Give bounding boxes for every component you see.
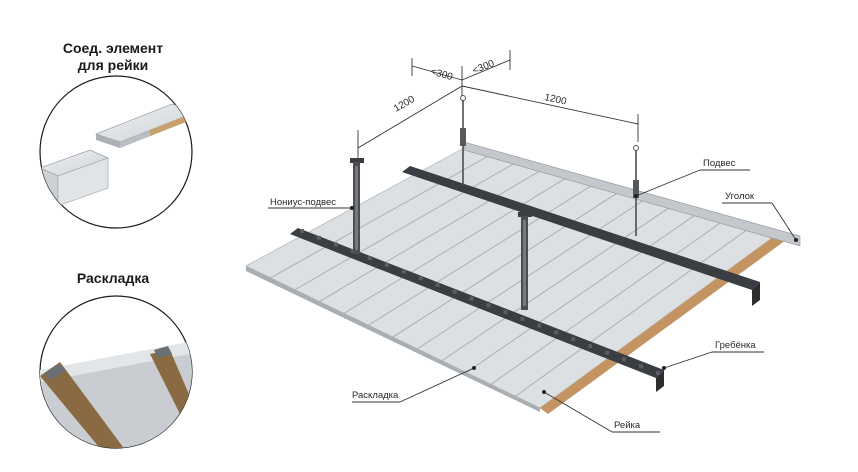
stringer-tooth <box>622 357 627 362</box>
label-layout-strip: Раскладка <box>352 390 399 401</box>
stringer-tooth <box>452 289 457 294</box>
stringer-tooth <box>520 316 525 321</box>
stringer-tooth <box>639 364 644 369</box>
panel-seams <box>270 154 754 397</box>
label-vernier-hanger: Нониус-подвес <box>270 197 336 208</box>
stringer-tooth <box>435 283 440 288</box>
stringer-tooth <box>350 249 355 254</box>
layout-inset-title: Раскладка <box>76 270 150 286</box>
dim-right-span: 1200 <box>543 92 567 107</box>
dim-left-span: 1200 <box>392 94 417 115</box>
panel-seam <box>368 182 596 326</box>
stringer-tooth <box>333 242 338 247</box>
stringer-tooth <box>656 371 660 375</box>
stringer-tooth <box>571 337 576 342</box>
stringer-front <box>290 228 664 378</box>
stringer-tooth <box>537 323 542 328</box>
dim-right-short: <300 <box>471 58 496 77</box>
wire-hanger-right <box>633 145 639 236</box>
stringer-tooth <box>316 235 321 240</box>
stringer-tooth <box>401 269 406 274</box>
panel-seam <box>515 224 754 397</box>
label-stringer: Гребёнка <box>715 340 756 351</box>
panel-seam <box>270 154 491 279</box>
label-hanger: Подвес <box>703 158 736 169</box>
stringer-back <box>402 166 760 290</box>
stringer-tooth <box>469 296 474 301</box>
panel-seam <box>343 175 570 314</box>
label-angle: Уголок <box>725 191 755 202</box>
panel-seam <box>294 161 517 291</box>
wall-angle <box>463 141 801 247</box>
callout-leaders <box>268 169 797 433</box>
connector-inset <box>39 75 193 229</box>
connector-inset-title: Соед. элемент для рейки <box>48 40 178 74</box>
stringer-tooth <box>554 330 559 335</box>
stringer-tooth <box>384 262 389 267</box>
dimension-lines <box>357 50 639 158</box>
layout-inset <box>39 295 193 449</box>
stringer-tooth <box>605 350 610 355</box>
stringer-tooth <box>418 276 423 281</box>
panel-seam <box>417 196 649 350</box>
panel-seam <box>319 168 544 302</box>
connector-title-line2: для рейки <box>77 57 149 73</box>
stringer-tooth <box>300 229 304 233</box>
connector-title-line1: Соед. элемент <box>62 40 164 56</box>
stringer-tooth <box>367 256 372 261</box>
stringer-teeth <box>300 229 660 375</box>
panel-seam <box>490 217 728 385</box>
label-panel: Рейка <box>614 420 641 431</box>
dim-left-short: <300 <box>429 66 454 83</box>
panel-seam <box>392 189 623 338</box>
panel-seam <box>466 210 702 373</box>
stringer-tooth <box>588 343 593 348</box>
wire-hanger-left <box>460 95 466 186</box>
vernier-hanger-center <box>518 212 532 310</box>
stringer-tooth <box>486 303 491 308</box>
stringer-tooth <box>503 310 508 315</box>
vernier-hanger-left <box>350 158 364 254</box>
ceiling-assembly <box>245 95 801 414</box>
